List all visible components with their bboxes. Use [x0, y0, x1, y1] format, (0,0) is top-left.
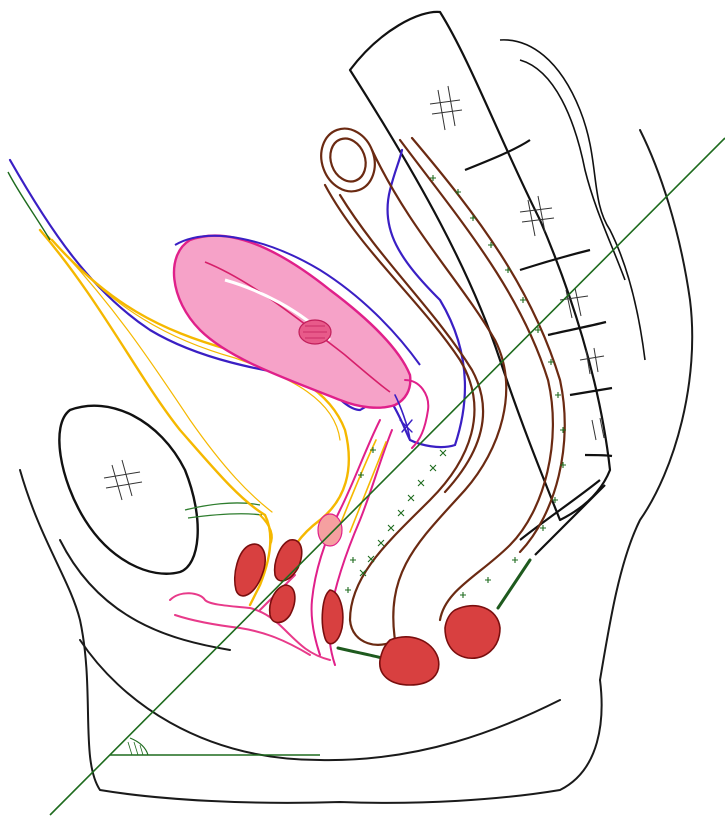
abdominal-wall-line	[8, 172, 50, 240]
sacrum	[350, 12, 645, 555]
external-anal-sphincter	[380, 637, 439, 685]
x-marks	[360, 450, 446, 576]
muscle-bulbospongiosus-right	[275, 540, 302, 581]
pubic-bone	[59, 406, 262, 574]
uterus	[174, 236, 420, 408]
puborectalis	[445, 606, 500, 659]
angle-arc-icon	[130, 738, 148, 755]
perineal-muscles	[235, 540, 500, 685]
muscle-bulbospongiosus-left	[235, 544, 265, 596]
urethral-sphincter	[318, 514, 342, 546]
muscle-urethral	[322, 590, 343, 644]
